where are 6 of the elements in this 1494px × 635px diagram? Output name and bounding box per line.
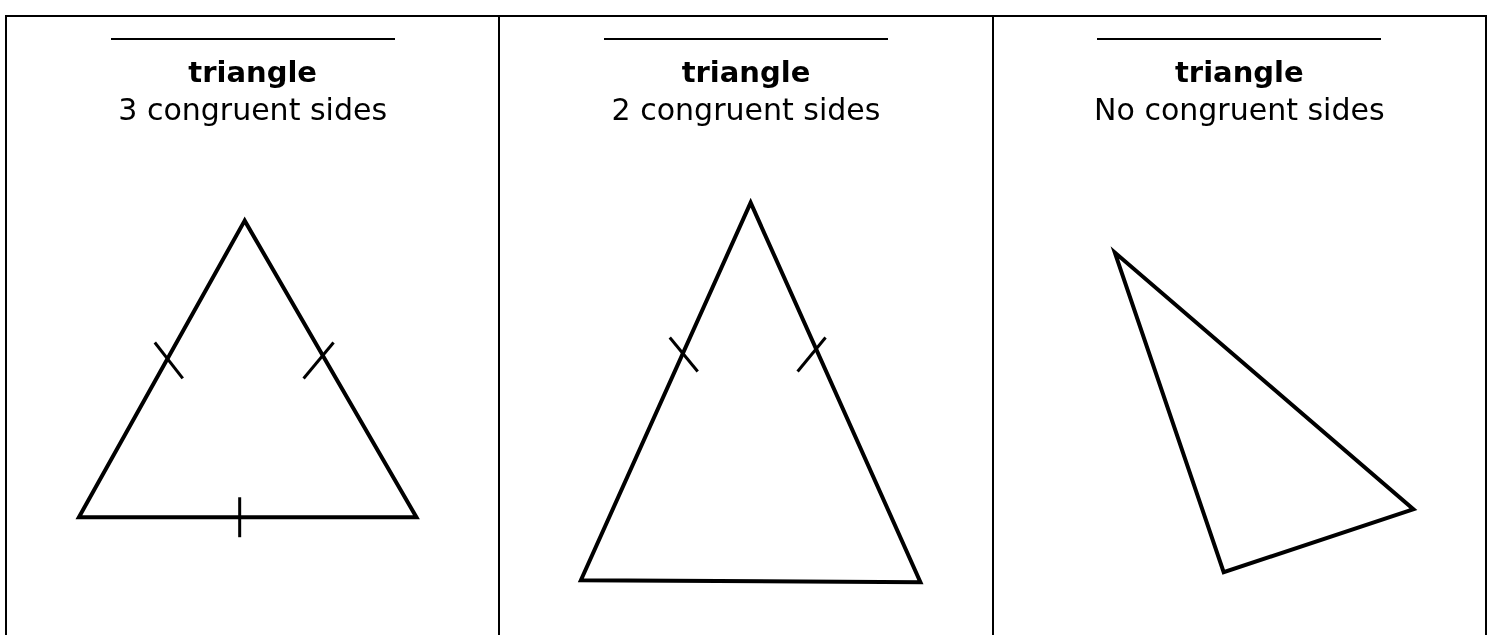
- shape-description: 3 congruent sides: [118, 91, 388, 129]
- shape-name: triangle: [188, 54, 317, 90]
- shape-name: triangle: [1174, 54, 1304, 90]
- shape-description: 2 congruent sides: [611, 91, 881, 129]
- shape-description: No congruent sides: [1094, 91, 1385, 129]
- shape-name: triangle: [681, 54, 811, 90]
